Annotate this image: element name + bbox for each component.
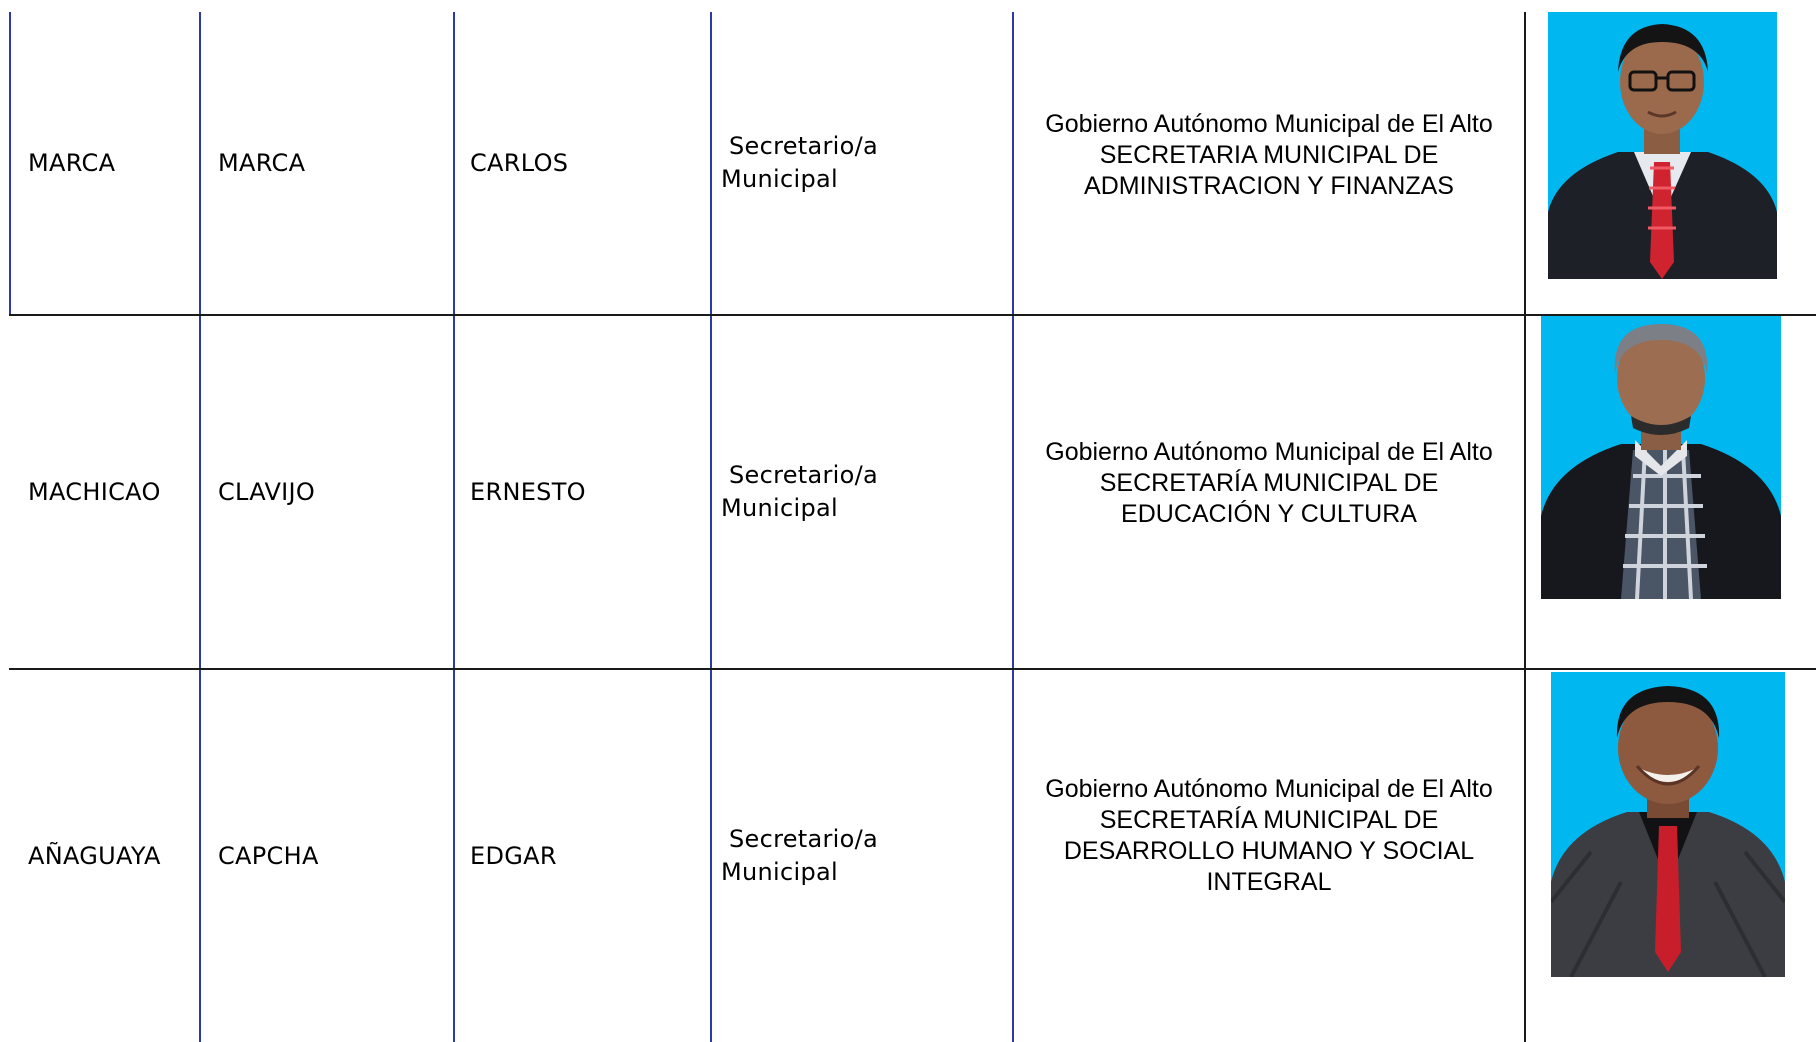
dependencia-line: SECRETARÍA MUNICIPAL DE [1099,806,1439,834]
cargo-cell: Secretario/a Municipal [721,12,878,314]
dependencia-line: SECRETARIA MUNICIPAL DE [1099,140,1439,169]
cargo-line: Municipal [721,858,838,886]
cargo: Secretario/a Municipal [721,130,878,196]
entidad-block: Gobierno Autónomo Municipal de El Alto S… [1014,437,1524,530]
portrait-photo-icon [1541,316,1781,599]
row-divider [9,314,1816,316]
apellido-paterno-cell: MACHICAO [28,316,161,668]
apellido-materno: CAPCHA [218,842,319,870]
dependencia-line: EDUCACIÓN Y CULTURA [1121,499,1417,528]
apellido-materno: CLAVIJO [218,478,316,506]
apellido-materno-cell: MARCA [218,12,305,314]
apellido-paterno-cell: MARCA [28,12,115,314]
entidad-cell: Gobierno Autónomo Municipal de El Alto S… [1014,670,1524,1042]
portrait-photo-icon [1548,12,1777,279]
column-divider [199,12,201,1042]
nombre: ERNESTO [470,478,586,506]
column-divider [1524,12,1526,1042]
column-divider [9,12,11,315]
apellido-paterno-cell: AÑAGUAYA [28,670,161,1042]
nombre-cell: ERNESTO [470,316,586,668]
entidad-block: Gobierno Autónomo Municipal de El Alto S… [1014,774,1524,898]
dependencia-line: DESARROLLO HUMANO Y SOCIAL [1063,837,1475,865]
apellido-materno-cell: CAPCHA [218,670,319,1042]
cargo-line: Municipal [721,494,838,522]
column-divider [453,12,455,1042]
apellido-paterno: AÑAGUAYA [28,842,161,870]
entidad-cell: Gobierno Autónomo Municipal de El Alto S… [1014,316,1524,668]
table-row: AÑAGUAYA CAPCHA EDGAR Secretario/a Munic… [0,670,1816,1042]
apellido-materno-cell: CLAVIJO [218,316,315,668]
cargo-line: Municipal [721,165,838,193]
nombre: CARLOS [470,149,569,177]
apellido-materno: MARCA [218,149,306,177]
nombre-cell: EDGAR [470,670,557,1042]
entidad-name: Gobierno Autónomo Municipal de El Alto [1045,775,1493,803]
cargo-line: Secretario/a [729,132,879,160]
table-row: MACHICAO CLAVIJO ERNESTO Secretario/a Mu… [0,316,1816,668]
entidad-name: Gobierno Autónomo Municipal de El Alto [1045,109,1493,138]
entidad-cell: Gobierno Autónomo Municipal de El Alto S… [1014,12,1524,314]
cargo: Secretario/a Municipal [721,823,878,889]
table-row: MARCA MARCA CARLOS Secretario/a Municipa… [0,12,1816,314]
cargo-cell: Secretario/a Municipal [721,670,878,1042]
row-divider [9,668,1816,670]
dependencia-line: SECRETARÍA MUNICIPAL DE [1099,468,1439,497]
cargo-cell: Secretario/a Municipal [721,316,878,668]
apellido-paterno: MARCA [28,149,116,177]
portrait-photo-icon [1551,672,1785,977]
cargo-line: Secretario/a [729,461,879,489]
column-divider [710,12,712,1042]
dependencia-line: ADMINISTRACION Y FINANZAS [1084,171,1454,200]
apellido-paterno: MACHICAO [28,478,161,506]
cargo-line: Secretario/a [729,825,879,853]
column-divider [1012,12,1014,1042]
nombre-cell: CARLOS [470,12,568,314]
entidad-block: Gobierno Autónomo Municipal de El Alto S… [1014,109,1524,202]
entidad-name: Gobierno Autónomo Municipal de El Alto [1045,437,1493,466]
dependencia-line: INTEGRAL [1206,868,1332,896]
nombre: EDGAR [470,842,557,870]
cargo: Secretario/a Municipal [721,459,878,525]
